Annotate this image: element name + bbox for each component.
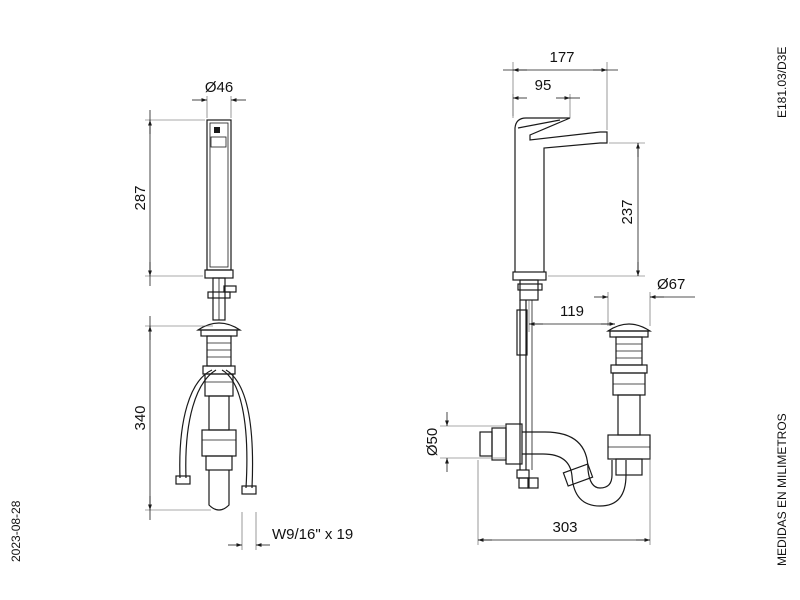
drain-assembly-side: [606, 323, 652, 476]
dim-trap-diameter: Ø50: [424, 412, 505, 472]
label-spout-diameter: Ø46: [205, 79, 233, 96]
label-spout-reach: 95: [535, 77, 552, 94]
dim-spout-height: 237: [548, 142, 645, 277]
dim-drain-height: 340: [132, 316, 213, 520]
document-code: E181.03/D3E: [775, 47, 789, 118]
label-spout-height: 237: [619, 199, 636, 224]
label-overall-reach: 177: [549, 49, 574, 66]
label-trap-length: 303: [552, 519, 577, 536]
units-note: MEDIDAS EN MILIMETROS: [775, 413, 789, 566]
faucet-body-front: [204, 119, 234, 279]
label-drain-offset: 119: [560, 303, 584, 320]
label-body-height: 287: [132, 185, 149, 210]
label-hose-thread: W9/16" x 19: [272, 526, 353, 543]
mounting-shank-front: [207, 277, 237, 321]
dim-spout-diameter: Ø46: [192, 79, 246, 118]
dim-spout-reach: 95: [512, 77, 580, 118]
flexible-hoses-front: [175, 369, 257, 495]
dim-body-height: 287: [132, 110, 205, 286]
label-drain-height: 340: [132, 405, 149, 430]
label-trap-diameter: Ø50: [424, 428, 441, 456]
drawing-date: 2023-08-28: [9, 500, 23, 562]
side-view: 177 95 237 Ø67: [424, 49, 695, 545]
front-view: Ø46 287 340 W9/16" x 19: [132, 79, 353, 550]
dim-overall-reach: 177: [503, 49, 618, 130]
faucet-body-side: [512, 117, 608, 489]
p-trap-side: [479, 423, 627, 507]
dim-hose-thread: W9/16" x 19: [228, 512, 353, 550]
dim-drain-diameter: Ø67: [594, 276, 695, 326]
dim-drain-offset: 119: [528, 300, 615, 332]
dim-trap-length: 303: [477, 450, 651, 545]
label-drain-diameter: Ø67: [657, 276, 685, 293]
drain-assembly-front: [196, 322, 242, 511]
